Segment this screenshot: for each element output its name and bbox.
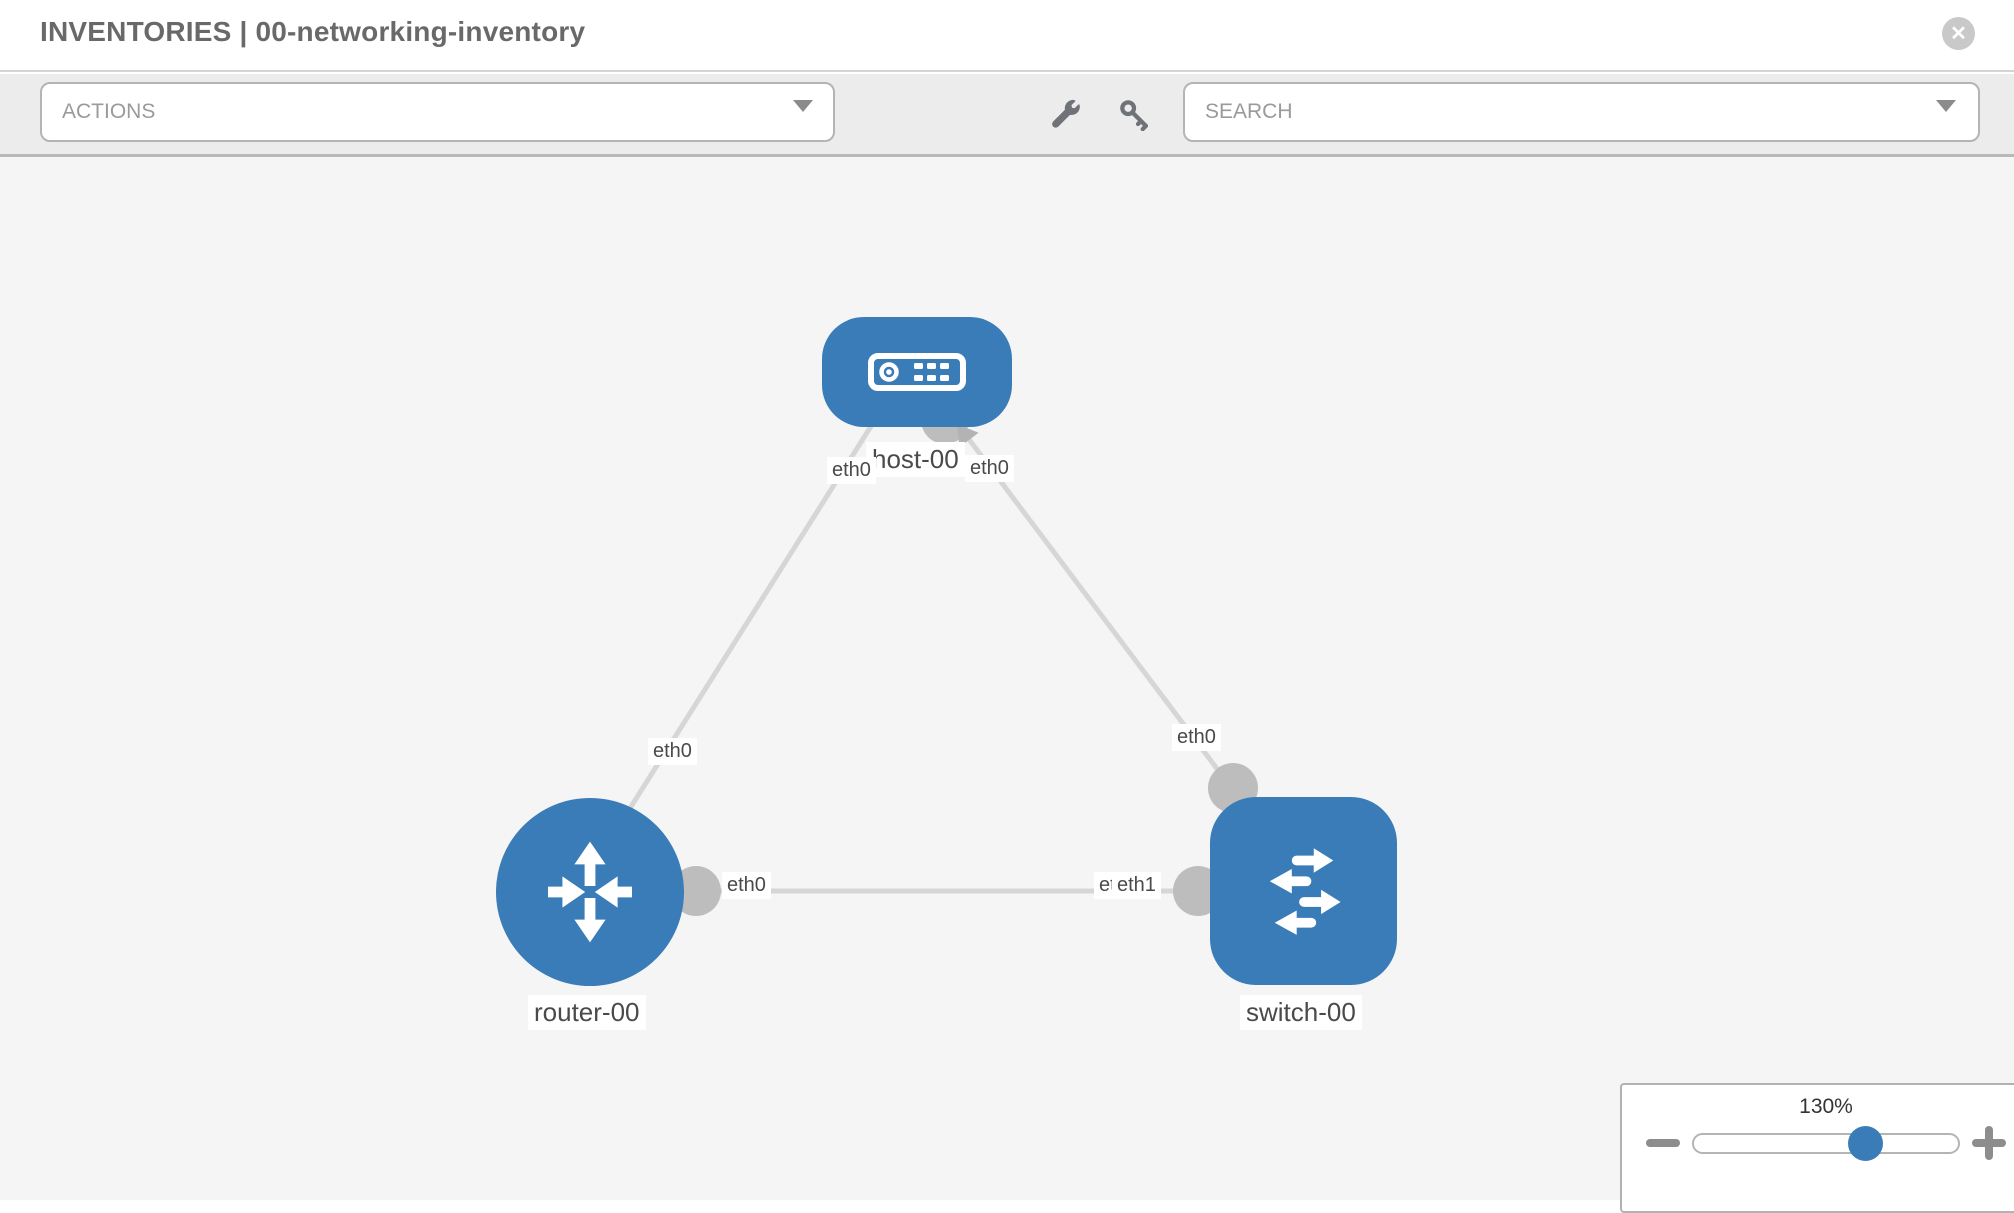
interface-label: eth0 bbox=[827, 457, 876, 484]
switch-icon bbox=[1269, 848, 1341, 935]
interface-label: eth0 bbox=[722, 872, 771, 899]
interface-label: eth0 bbox=[648, 738, 697, 765]
wrench-glyph bbox=[1052, 99, 1080, 128]
chevron-down-icon bbox=[1936, 100, 1956, 112]
node-label-switch-00: switch-00 bbox=[1240, 995, 1362, 1030]
interface-label: eth0 bbox=[965, 455, 1014, 482]
zoom-slider-track[interactable] bbox=[1692, 1133, 1960, 1154]
zoom-in-button[interactable] bbox=[1972, 1126, 2006, 1160]
close-glyph: ✕ bbox=[1950, 23, 1967, 45]
node-router-00[interactable] bbox=[496, 798, 684, 986]
key-icon[interactable] bbox=[1117, 97, 1151, 132]
topology-canvas[interactable] bbox=[0, 157, 2014, 1200]
close-icon[interactable]: ✕ bbox=[1942, 17, 1975, 50]
node-label-host-00: host-00 bbox=[866, 442, 965, 477]
interface-label: eth1 bbox=[1112, 872, 1161, 899]
chevron-down-icon bbox=[793, 100, 813, 112]
node-label-router-00: router-00 bbox=[528, 995, 646, 1030]
interface-label: eth0 bbox=[1172, 724, 1221, 751]
actions-dropdown[interactable]: ACTIONS bbox=[40, 82, 835, 142]
search-dropdown[interactable]: SEARCH bbox=[1183, 82, 1980, 142]
zoom-control-panel: 130% bbox=[1620, 1083, 2014, 1213]
zoom-out-button[interactable] bbox=[1646, 1139, 1680, 1147]
actions-dropdown-label: ACTIONS bbox=[62, 100, 156, 123]
router-icon bbox=[548, 841, 632, 943]
page-title: INVENTORIES | 00-networking-inventory bbox=[40, 16, 586, 47]
node-switch-00[interactable] bbox=[1210, 797, 1397, 985]
wrench-icon[interactable] bbox=[1049, 97, 1083, 131]
node-host-00[interactable] bbox=[822, 317, 1012, 427]
key-glyph bbox=[1120, 100, 1149, 132]
zoom-level-label: 130% bbox=[1799, 1095, 1853, 1118]
toolbar: ACTIONS SEARCH bbox=[0, 74, 2014, 157]
page-header: INVENTORIES | 00-networking-inventory ✕ bbox=[0, 0, 2014, 72]
search-placeholder: SEARCH bbox=[1205, 100, 1293, 123]
host-icon bbox=[868, 353, 966, 391]
zoom-slider-thumb[interactable] bbox=[1848, 1126, 1883, 1161]
